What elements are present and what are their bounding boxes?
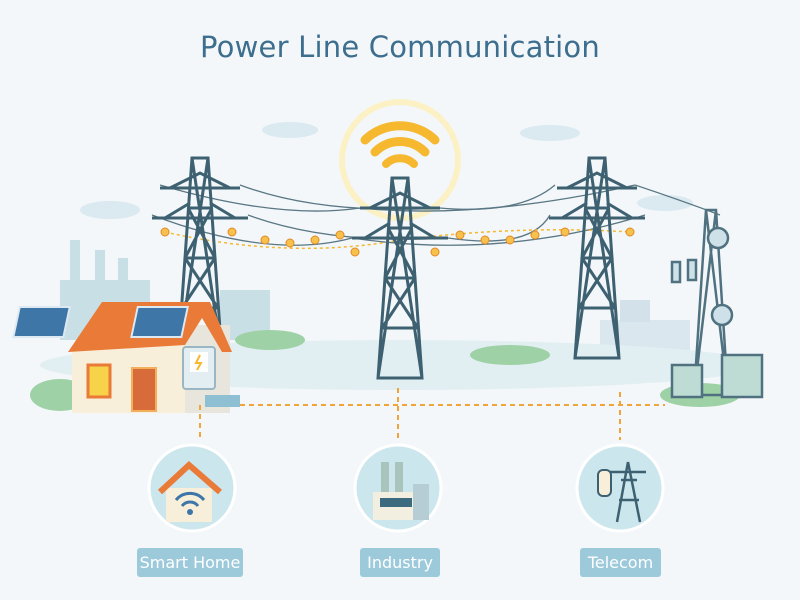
clouds	[80, 122, 693, 219]
data-links	[199, 388, 665, 440]
label-telecom: Telecom	[580, 548, 661, 577]
smart-house	[12, 302, 240, 413]
page-title: Power Line Communication	[200, 30, 600, 64]
label-smart-home: Smart Home	[137, 548, 243, 577]
label-industry: Industry	[360, 548, 440, 577]
telecom-tower	[670, 208, 764, 399]
smart-home-icon	[147, 443, 237, 533]
wifi-signal-icon	[339, 99, 461, 221]
factory-icon	[353, 443, 443, 533]
telecom-tower-icon	[575, 443, 665, 533]
